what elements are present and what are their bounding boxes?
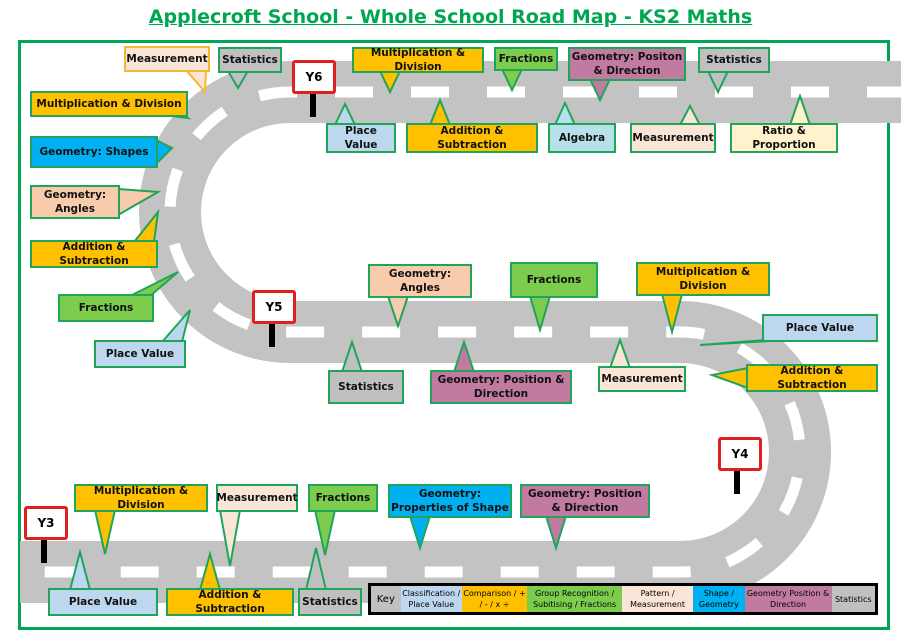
callout-tail	[131, 208, 160, 243]
key-item: Classification / Place Value	[400, 586, 462, 612]
callout-measurement: Measurement	[124, 46, 210, 72]
callout-tail	[386, 295, 410, 330]
callout-ratio-proportion: Ratio & Proportion	[730, 123, 838, 153]
callout-geometry-positon-direction: Geometry: Positon & Direction	[568, 47, 686, 81]
callout-tail	[304, 547, 328, 591]
callout-statistics: Statistics	[218, 47, 282, 73]
key-item: Pattern / Measurement	[622, 586, 694, 612]
map-frame	[18, 40, 890, 630]
callout-multiplication-division: Multiplication & Division	[30, 91, 188, 117]
callout-addition-subtraction: Addition & Subtraction	[30, 240, 158, 268]
callout-multiplication-division: Multiplication & Division	[636, 262, 770, 296]
callout-tail	[378, 70, 402, 95]
year-sign-y4: Y4	[718, 437, 762, 471]
key-item: Comparison / + / - / x ÷	[461, 586, 528, 612]
callout-measurement: Measurement	[630, 123, 716, 153]
callout-tail	[340, 338, 364, 373]
callout-tail	[452, 338, 476, 373]
callout-tail	[218, 509, 242, 567]
callout-addition-subtraction: Addition & Subtraction	[166, 588, 294, 616]
callout-tail	[660, 293, 684, 336]
callout-fractions: Fractions	[510, 262, 598, 298]
callout-place-value: Place Value	[326, 123, 396, 153]
callout-tail	[333, 101, 357, 126]
callout-tail	[528, 295, 552, 334]
callout-tail	[129, 271, 179, 297]
callout-geometry-properties-of-shape: Geometry: Properties of Shape	[388, 484, 512, 518]
callout-place-value: Place Value	[48, 588, 158, 616]
callout-tail	[313, 509, 337, 556]
callout-geometry-position-direction: Geometry: Position & Direction	[430, 370, 572, 404]
road-surface	[20, 61, 901, 603]
callout-tail	[155, 138, 174, 167]
callout-geometry-angles: Geometry: Angles	[30, 185, 120, 219]
callout-tail	[183, 69, 208, 95]
callout-algebra: Algebra	[548, 123, 616, 153]
callout-tail	[608, 337, 632, 369]
callout-fractions: Fractions	[494, 47, 558, 71]
page-title: Applecroft School - Whole School Road Ma…	[148, 6, 753, 28]
callout-measurement: Measurement	[216, 484, 298, 512]
callout-tail	[708, 366, 749, 390]
callout-tail	[117, 187, 162, 217]
callout-addition-subtraction: Addition & Subtraction	[746, 364, 878, 392]
callout-tail	[588, 78, 612, 103]
year-sign-y3: Y3	[24, 506, 68, 540]
callout-tail	[159, 309, 191, 343]
callout-tail	[428, 97, 452, 126]
callout-tail	[500, 68, 524, 93]
key-item: Geometry Position & Direction	[744, 586, 832, 612]
callout-tail	[408, 515, 432, 552]
year-sign-y6: Y6	[292, 60, 336, 94]
key-item: Shape / Geometry	[693, 586, 745, 612]
callout-measurement: Measurement	[598, 366, 686, 392]
callout-place-value: Place Value	[762, 314, 878, 342]
callout-tail	[93, 509, 117, 555]
callout-fractions: Fractions	[308, 484, 378, 512]
key-label: Key	[371, 586, 401, 612]
callout-statistics: Statistics	[698, 47, 770, 73]
callout-tail	[544, 515, 568, 552]
callout-tail	[68, 548, 92, 591]
callout-tail	[226, 70, 250, 90]
callout-tail	[198, 550, 222, 591]
callout-tail	[788, 92, 812, 126]
callout-addition-subtraction: Addition & Subtraction	[406, 123, 538, 153]
callout-statistics: Statistics	[328, 370, 404, 404]
callout-geometry-position-direction: Geometry: Position & Direction	[520, 484, 650, 518]
year-sign-y5: Y5	[252, 290, 296, 324]
callout-fractions: Fractions	[58, 294, 154, 322]
callout-statistics: Statistics	[298, 588, 362, 616]
callout-multiplication-division: Multiplication & Division	[74, 484, 208, 512]
callout-tail	[553, 100, 577, 126]
callout-geometry-angles: Geometry: Angles	[368, 264, 472, 298]
callout-tail	[706, 70, 730, 95]
callout-place-value: Place Value	[94, 340, 186, 368]
callout-multiplication-division: Multiplication & Division	[352, 47, 484, 73]
key-item: Group Recognition / Subitising / Fractio…	[527, 586, 622, 612]
key-item: Statistics	[831, 586, 875, 612]
callout-geometry-shapes: Geometry: Shapes	[30, 136, 158, 168]
